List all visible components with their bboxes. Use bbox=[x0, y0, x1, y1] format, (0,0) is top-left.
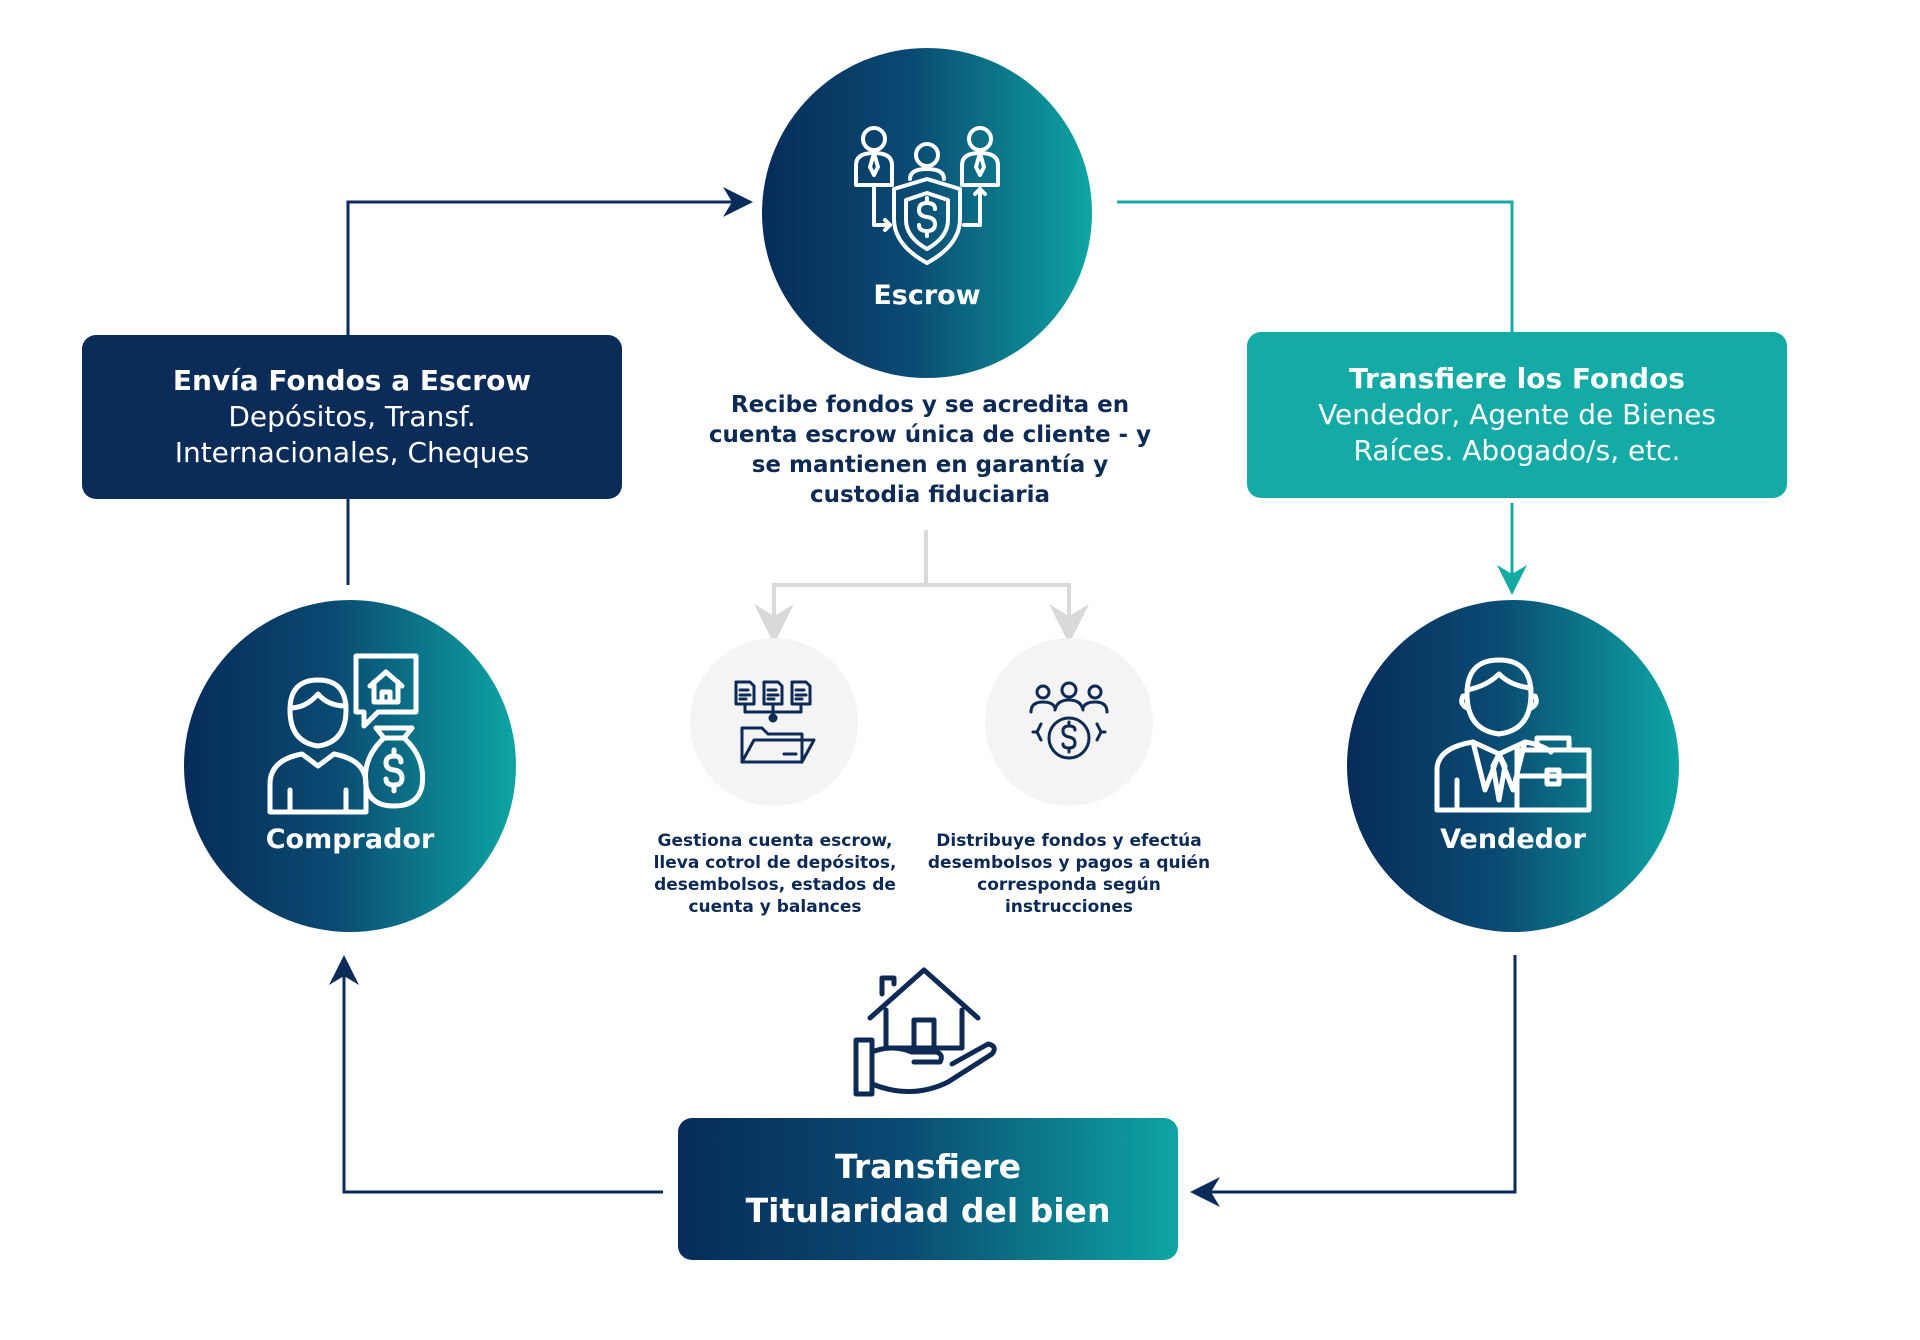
transfiere-fondos-box: Transfiere los Fondos Vendedor, Agente d… bbox=[1247, 332, 1787, 498]
transfiere-fondos-title: Transfiere los Fondos bbox=[1349, 362, 1685, 395]
function-circle-gestiona bbox=[690, 638, 858, 806]
escrow-people-shield-icon bbox=[854, 126, 1000, 265]
function-circle-distribuye bbox=[985, 638, 1153, 806]
comprador-node: Comprador bbox=[184, 600, 516, 932]
connector-titularidad-comprador bbox=[329, 955, 663, 1194]
connector-vendedor-titularidad bbox=[1190, 955, 1517, 1207]
vendedor-label: Vendedor bbox=[1440, 824, 1586, 855]
function-note-distribuye: Distribuye fondos y efectúa desembolsos … bbox=[927, 831, 1211, 917]
envia-fondos-box: Envía Fondos a Escrow Depósitos, Transf.… bbox=[82, 335, 622, 499]
comprador-label: Comprador bbox=[265, 824, 435, 855]
document-folder-icon bbox=[734, 680, 816, 764]
envia-fondos-title: Envía Fondos a Escrow bbox=[172, 364, 532, 397]
connector-escrow-vendedor-upper bbox=[1117, 200, 1514, 332]
escrow-node: Escrow bbox=[762, 48, 1092, 378]
function-note-gestiona: Gestiona cuenta escrow, lleva cotrol de … bbox=[653, 831, 897, 917]
titularidad-line-1: Transfiere bbox=[834, 1147, 1022, 1186]
seller-briefcase-icon bbox=[1434, 657, 1592, 813]
connector-gray-right bbox=[926, 583, 1089, 644]
transfiere-titularidad-box: Transfiere Titularidad del bien bbox=[678, 1118, 1178, 1260]
escrow-description: Recibe fondos y se acredita en cuenta es… bbox=[708, 392, 1152, 508]
escrow-label: Escrow bbox=[873, 280, 981, 311]
hand-house-icon bbox=[853, 967, 997, 1097]
connector-comprador-escrow-upper bbox=[346, 187, 753, 335]
connector-gray-left bbox=[754, 583, 926, 644]
titularidad-line-2: Titularidad del bien bbox=[745, 1191, 1111, 1230]
people-money-icon bbox=[1029, 681, 1109, 760]
buyer-house-money-icon bbox=[267, 653, 426, 815]
vendedor-node: Vendedor bbox=[1347, 600, 1679, 932]
